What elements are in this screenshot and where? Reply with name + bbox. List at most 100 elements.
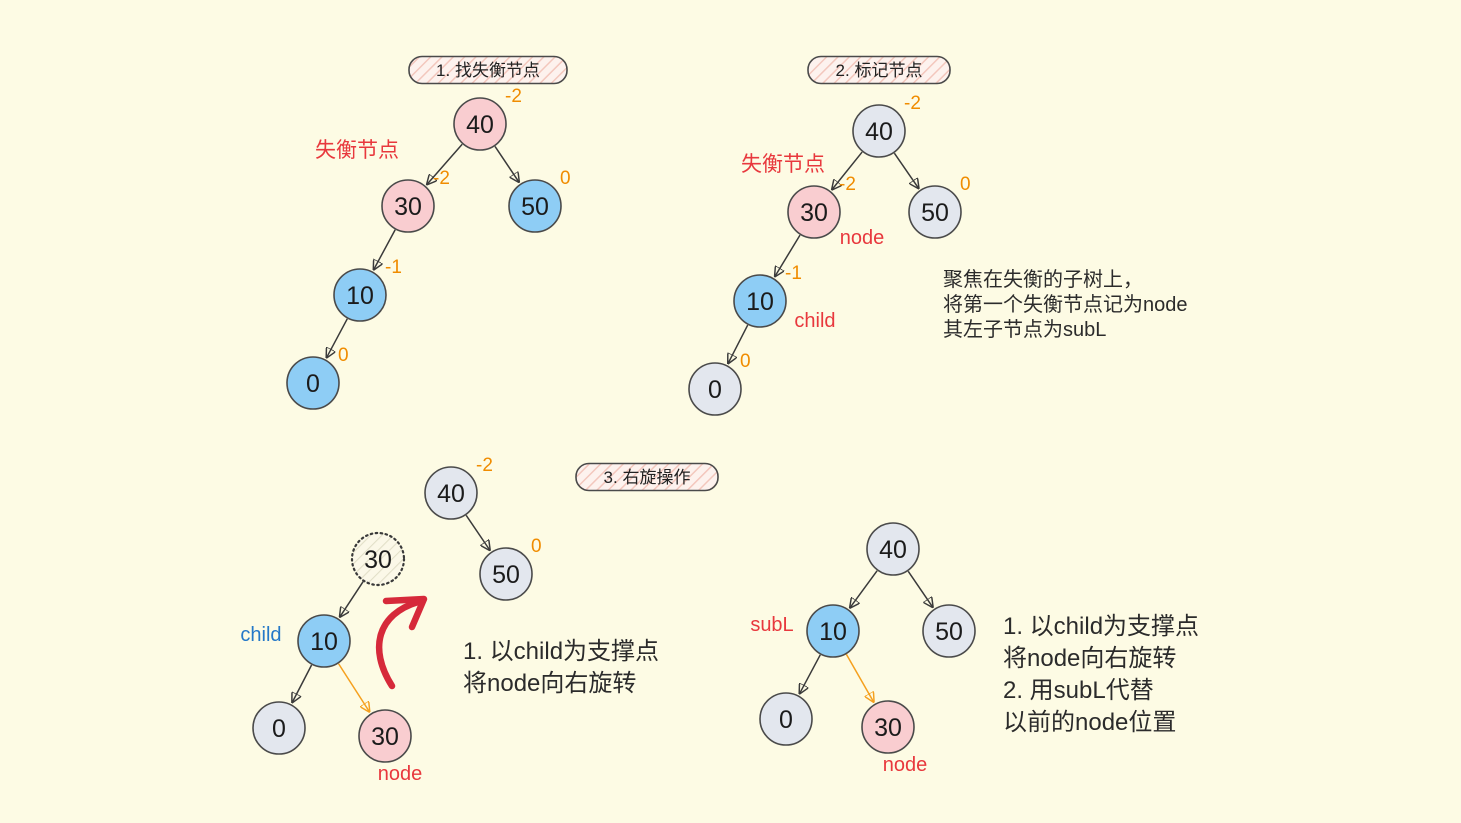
node-circle [286,356,340,410]
node-circle [508,179,562,233]
panel-3-node-30-ghost[interactable]: 30 [350,531,406,587]
panel-2-edge [893,152,918,188]
node-circle [424,466,478,520]
panel-2-unbalanced-node-label: 失衡节点 [741,153,825,176]
panel-4-node-label: node [883,754,928,776]
node-circle [333,268,387,322]
node-circle [381,179,435,233]
panel-2-step-badge: 2. 标记节点 [807,55,951,85]
node-value: 30 [874,714,902,742]
panel-2-edge [832,151,863,189]
panel-1-node-50[interactable]: 500 [508,168,571,233]
panel-1-edge [374,229,396,270]
panel-3-description-line: 将node向右旋转 [463,670,636,697]
node-value: 10 [346,282,374,310]
panel-4-description-line: 以前的node位置 [1003,709,1176,736]
balance-factor: -2 [433,168,450,189]
balance-factor: -1 [785,263,802,284]
panel-2-node-50[interactable]: 500 [908,174,971,239]
panel-2-description-line: 将第一个失衡节点记为node [943,293,1188,316]
node-value: 10 [819,618,847,646]
panel-1-step-badge: 1. 找失衡节点 [408,55,568,85]
panel-3-description-line: 1. 以child为支撑点 [463,638,659,665]
node-circle [787,185,841,239]
panel-3-node-0[interactable]: 0 [252,701,306,755]
balance-factor: -2 [839,174,856,195]
panel-4-description-line: 2. 用subL代替 [1003,677,1154,704]
node-circle [252,701,306,755]
balance-factor: 0 [531,536,542,557]
panel-1-unbalanced-node-label: 失衡节点 [315,139,399,162]
balance-factor: 0 [560,168,571,189]
rotation-arrow-head [382,595,428,631]
panel-4-node-30[interactable]: 30 [861,700,915,754]
node-circle [908,185,962,239]
panel-2-node-10[interactable]: 10 -1 [733,263,802,328]
node-circle [759,692,813,746]
node-value: 10 [746,288,774,316]
panel-2-node-0[interactable]: 00 [688,351,751,416]
panel-2-child-label: child [794,310,835,332]
panel-4-node-10[interactable]: 10 [806,604,860,658]
node-circle [479,547,533,601]
panel-4-edge [907,570,932,607]
panel-1-node-0[interactable]: 00 [286,345,349,410]
panel-4-edge [850,570,878,608]
panel-2-edge [728,324,749,363]
node-value: 50 [921,199,949,227]
rotation-arrow-curve [375,598,422,690]
node-value: 30 [394,193,422,221]
panel-3-node-50[interactable]: 500 [479,536,542,601]
node-circle [358,709,412,763]
panel-4-description-line: 1. 以child为支撑点 [1003,613,1199,640]
panel-4-node-0[interactable]: 0 [759,692,813,746]
panel-1-step-badge-shape [408,55,568,85]
panel-1-node-40[interactable]: 40-2 [453,86,522,151]
node-value: 30 [800,199,828,227]
panel-2-step-badge-label: 2. 标记节点 [836,61,923,80]
panel-1-step-badge-label: 1. 找失衡节点 [436,61,540,80]
panel-3-node-40[interactable]: 40 -2 [424,455,493,520]
panel-1-node-10[interactable]: 10 -1 [333,257,402,322]
panel-1-edge [327,318,348,358]
balance-factor: -2 [904,93,921,114]
panel-4-node-50[interactable]: 50 [922,604,976,658]
node-value: 0 [708,376,722,404]
node-circle [350,531,406,587]
node-value: 40 [437,480,465,508]
panel-3-node-label: node [378,763,423,785]
node-value: 40 [466,111,494,139]
panel-3-step-badge-label: 3. 右旋操作 [604,468,691,487]
node-circle [806,604,860,658]
node-circle [922,604,976,658]
panel-2-node-40[interactable]: 40-2 [852,93,921,158]
balance-factor: -1 [385,257,402,278]
panel-3-node-30[interactable]: 30 [358,709,412,763]
node-value: 0 [272,715,286,743]
node-value: 30 [371,723,399,751]
node-value: 10 [310,628,338,656]
panel-1-node-30[interactable]: 30 -2 [381,168,450,233]
panel-2-node-30[interactable]: 30 -2 [787,174,856,239]
panel-4-edge [800,654,821,694]
panel-3-edge [465,514,490,550]
panel-1-edge [494,146,519,181]
panel-3-edge-orange [337,663,370,712]
panel-3-node-10[interactable]: 10 [297,614,351,668]
balance-factor: 0 [338,345,349,366]
node-circle [453,97,507,151]
balance-factor: -2 [476,455,493,476]
panel-4-description-line: 将node向右旋转 [1003,645,1176,672]
panel-4-node-40[interactable]: 40 [866,522,920,576]
panel-4-edge-orange [845,654,873,701]
panel-4-subl-label: subL [750,614,793,636]
panel-2-step-badge-shape [807,55,951,85]
balance-factor: 0 [740,351,751,372]
panel-3-step-badge: 3. 右旋操作 [575,462,719,492]
